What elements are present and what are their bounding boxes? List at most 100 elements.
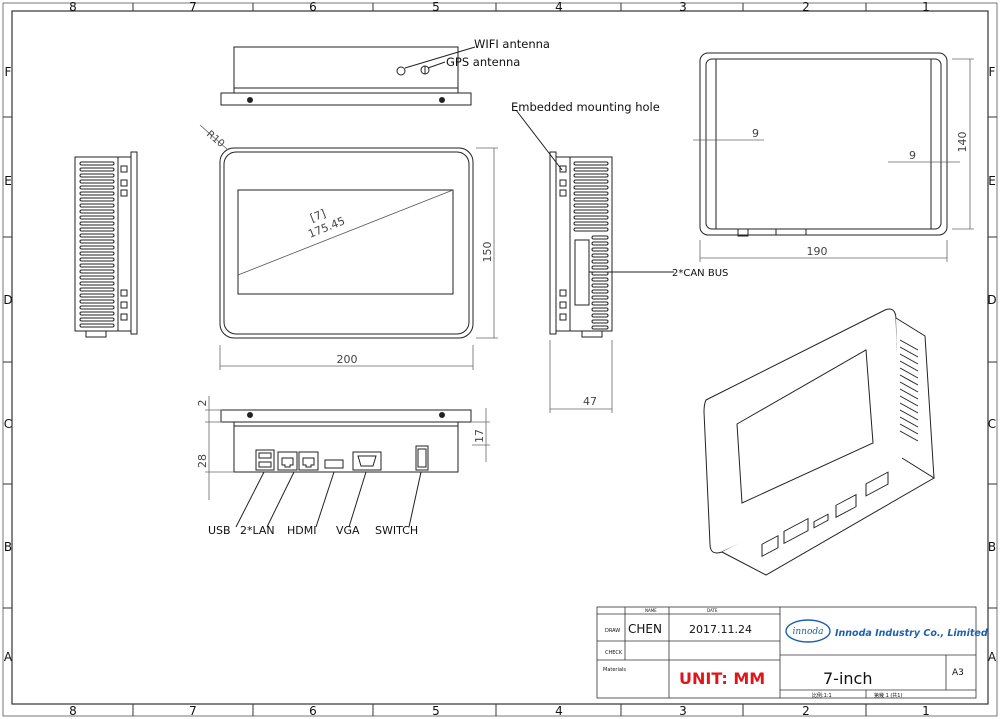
vent-fin [591,265,609,270]
drawing-date: 2017.11.24 [689,623,752,636]
col-label-bottom: 6 [309,704,317,718]
check-label: CHECK [605,650,623,656]
isometric-view [703,308,935,576]
lan-port-icon [277,451,298,471]
vent-fin [573,221,609,226]
vent-fin [79,167,115,172]
hdmi-port-icon [324,459,344,469]
drafter-name: CHEN [628,622,662,636]
vent-fin [573,185,609,190]
switch-icon [415,445,429,471]
company-name: Innoda Industry Co., Limited [835,628,988,639]
vent-fin [79,197,115,202]
row-label-left: C [4,417,12,431]
name-header: NAME [645,608,657,613]
vent-fin [79,323,115,328]
vent-fin [591,235,609,240]
vent-fin [79,239,115,244]
vent-fin [591,253,609,258]
iso-vent-fin [899,416,919,428]
vent-fin [573,197,609,202]
vent-fin [79,257,115,262]
top-view [220,46,476,106]
back-view [699,52,948,237]
vent-fin [79,161,115,166]
bottom-height-label: 28 [196,454,209,468]
iso-vent-fin [899,374,919,386]
iso-vent-fin [899,409,919,421]
materials-label: Materials [603,667,626,673]
wifi-antenna-icon [396,66,406,76]
date-header: DATE [707,608,718,613]
unit-label: UNIT: MM [679,669,765,688]
iso-vent-fin [899,423,919,435]
title-block [596,606,977,699]
vent-fin [591,247,609,252]
vent-fin [79,311,115,316]
iso-vent-fin [899,402,919,414]
vent-fin [79,179,115,184]
vent-fin [591,259,609,264]
vent-fin [591,283,609,288]
vent-fin [591,307,609,312]
vent-fin [79,263,115,268]
vent-fin [591,277,609,282]
col-label-bottom: 2 [802,704,810,718]
row-label-left: A [4,650,13,664]
draw-label: DRAW [605,628,620,634]
row-label-right: C [988,417,996,431]
company-logo: innoda [785,619,831,643]
back-margin-left-label: 9 [752,127,759,140]
logo-text: innoda [792,627,823,637]
vent-fin [79,305,115,310]
col-label-top: 8 [69,0,77,14]
vent-fin [79,203,115,208]
vent-fin [79,221,115,226]
gps-antenna-label: GPS antenna [446,55,520,69]
switch-label: SWITCH [375,524,418,537]
row-label-left: D [3,293,12,307]
vent-fin [79,233,115,238]
col-label-bottom: 1 [922,704,930,718]
row-label-left: E [4,174,12,188]
vent-fin [79,317,115,322]
product-name: 7-inch [823,669,872,688]
iso-vent-fin [899,346,919,358]
vent-fin [79,191,115,196]
vent-fin [573,167,609,172]
lan-label: 2*LAN [240,524,275,537]
depth-label: 47 [583,395,597,408]
col-label-top: 2 [802,0,810,14]
col-label-bottom: 4 [555,704,563,718]
iso-vent-fin [899,381,919,393]
usb-label: USB [208,524,231,537]
vent-fin [79,227,115,232]
vent-fin [573,161,609,166]
mounting-hole-label: Embedded mounting hole [511,100,660,114]
vent-fin [573,227,609,232]
front-view [219,147,474,339]
col-label-bottom: 8 [69,704,77,718]
left-side-view [74,151,138,338]
lan-port-icon [298,451,319,471]
diagonal-inch-label: [7] [308,207,327,225]
vga-label: VGA [336,524,360,537]
col-label-top: 6 [309,0,317,14]
col-label-top: 5 [432,0,440,14]
row-label-left: F [5,65,12,79]
vent-fin [573,209,609,214]
iso-vent-fin [899,395,919,407]
row-label-left: B [4,540,12,554]
bottom-flange-label: 2 [196,400,209,407]
iso-screen [736,349,874,504]
sheet-size: A3 [952,668,964,678]
iso-vent-fin [899,353,919,365]
back-margin-right-label: 9 [909,149,916,162]
inner-frame [11,10,989,705]
iso-vent-fin [899,367,919,379]
col-label-top: 1 [922,0,930,14]
hdmi-label: HDMI [287,524,316,537]
row-label-right: D [987,293,996,307]
vga-port-icon [352,451,382,471]
iso-vent-fin [899,388,919,400]
